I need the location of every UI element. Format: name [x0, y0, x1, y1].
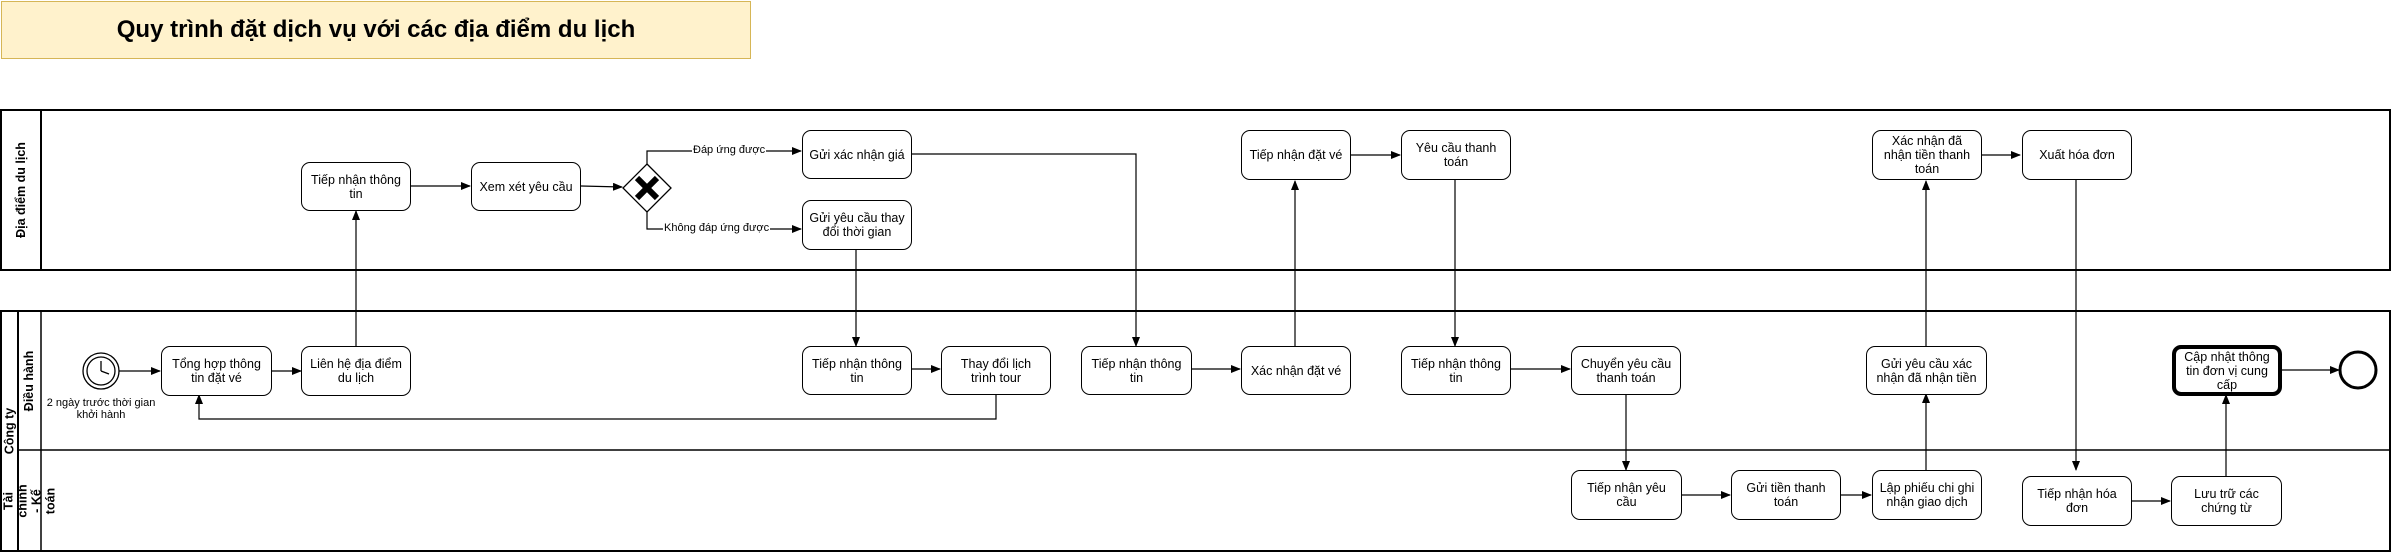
task-xac-nhan-dat-ve[interactable]: Xác nhận đặt vé: [1241, 346, 1351, 395]
task-xac-nhan-da-nhan-tien[interactable]: Xác nhận đã nhận tiền thanh toán: [1872, 130, 1982, 180]
task-tiep-nhan-thong-tin-3[interactable]: Tiếp nhận thông tin: [1081, 346, 1192, 395]
task-tiep-nhan-thong-tin-2[interactable]: Tiếp nhận thông tin: [802, 346, 912, 395]
task-tiep-nhan-hoa-don[interactable]: Tiếp nhận hóa đơn: [2022, 476, 2132, 526]
task-tiep-nhan-thong-tin-4[interactable]: Tiếp nhận thông tin: [1401, 346, 1511, 395]
task-chuyen-yeu-cau-thanh-toan[interactable]: Chuyển yêu cầu thanh toán: [1571, 346, 1681, 395]
pool-dia-diem-du-lich: [0, 109, 2391, 271]
task-tiep-nhan-thong-tin-dia-diem[interactable]: Tiếp nhận thông tin: [301, 162, 411, 211]
task-lien-he-dia-diem[interactable]: Liên hệ địa điểm du lịch: [301, 346, 411, 396]
task-luu-tru-chung-tu[interactable]: Lưu trữ các chứng từ: [2171, 476, 2282, 526]
start-event-caption: 2 ngày trước thời gian khởi hành: [46, 397, 156, 421]
task-yeu-cau-thanh-toan[interactable]: Yêu cầu thanh toán: [1401, 130, 1511, 180]
flow-thay-doi-lich-trinh-back: [195, 394, 997, 420]
pool-cong-ty: [0, 310, 2391, 552]
task-thay-doi-lich-trinh[interactable]: Thay đổi lịch trình tour: [941, 346, 1051, 395]
task-xem-xet-yeu-cau[interactable]: Xem xét yêu cầu: [471, 162, 581, 211]
gateway-label-no: Không đáp ứng được: [663, 222, 771, 234]
lane-label-dieu-hanh: Điều hành: [22, 350, 37, 411]
flow-gui-xac-nhan-gia-to-tiep-nhan: [912, 153, 1140, 347]
diagram-title: Quy trình đặt dịch vụ với các địa điểm d…: [1, 1, 751, 59]
gateway-label-yes: Đáp ứng được: [692, 144, 767, 156]
task-gui-yeu-cau-xac-nhan[interactable]: Gửi yêu cầu xác nhận đã nhận tiền: [1866, 346, 1987, 395]
exclusive-gateway[interactable]: [622, 163, 672, 213]
task-tong-hop-thong-tin[interactable]: Tổng hợp thông tin đặt vé: [161, 346, 272, 396]
task-gui-tien-thanh-toan[interactable]: Gửi tiền thanh toán: [1731, 470, 1841, 520]
lane-label-tai-chinh: Tài chính - Kế toán: [1, 483, 58, 518]
task-tiep-nhan-dat-ve[interactable]: Tiếp nhận đặt vé: [1241, 130, 1351, 180]
end-event[interactable]: [2338, 350, 2378, 390]
task-gui-yeu-cau-thay-doi[interactable]: Gửi yêu cầu thay đổi thời gian: [802, 200, 912, 250]
task-xuat-hoa-don[interactable]: Xuất hóa đơn: [2022, 130, 2132, 180]
pool-label-dia-diem: Địa điểm du lịch: [14, 142, 29, 238]
flow-xem-xet-to-gateway: [580, 182, 623, 191]
diagram-title-text: Quy trình đặt dịch vụ với các địa điểm d…: [116, 16, 636, 43]
timer-start-event[interactable]: [82, 352, 120, 390]
task-tiep-nhan-yeu-cau[interactable]: Tiếp nhận yêu cầu: [1571, 470, 1682, 520]
task-gui-xac-nhan-gia[interactable]: Gửi xác nhận giá: [802, 130, 912, 179]
task-lap-phieu-chi[interactable]: Lập phiếu chi ghi nhận giao dịch: [1872, 470, 1982, 520]
task-cap-nhat-thong-tin[interactable]: Cập nhật thông tin đơn vị cung cấp: [2172, 345, 2282, 396]
